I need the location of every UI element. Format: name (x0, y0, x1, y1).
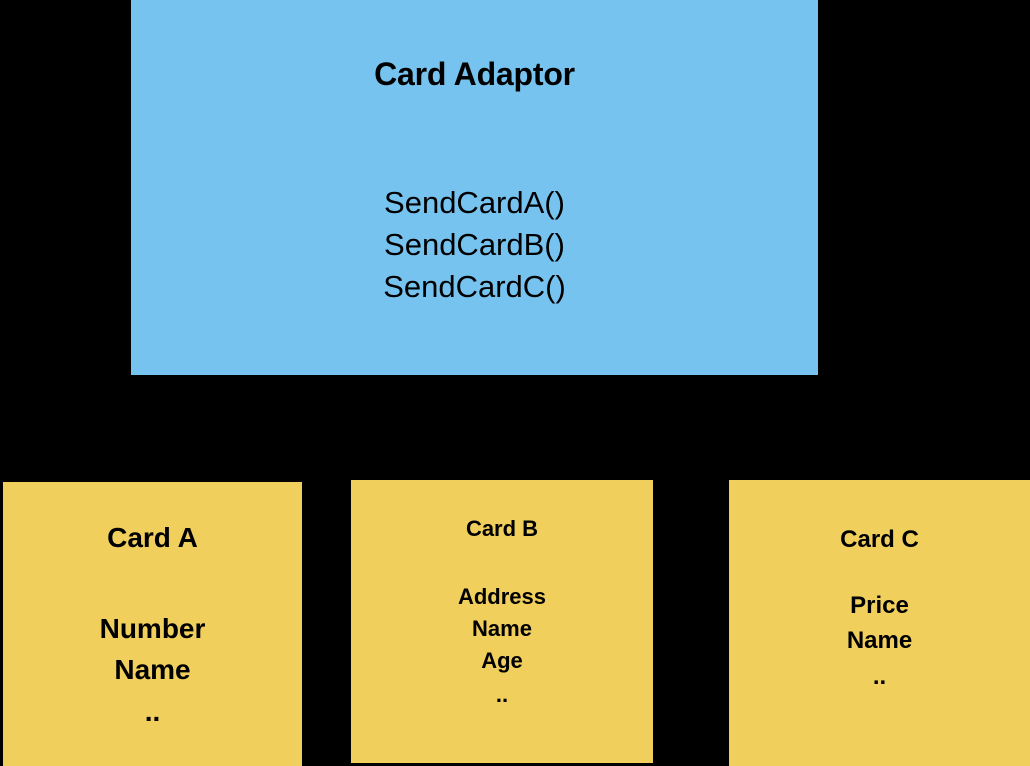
card-b-field-ellipsis: .. (495, 682, 509, 707)
card-a-field-ellipsis: .. (144, 696, 161, 727)
adaptor-method-send-card-c: SendCardC() (383, 269, 566, 304)
card-c-field-ellipsis: .. (872, 663, 887, 690)
card-b-node[interactable]: Card B Address Name Age .. (351, 480, 653, 763)
card-b-field-address: Address (457, 584, 547, 609)
adaptor-method-send-card-a: SendCardA() (384, 185, 565, 220)
card-c-field-price: Price (850, 592, 909, 619)
card-a-field-name: Name (114, 654, 191, 685)
card-adaptor-node[interactable]: Card Adaptor SendCardA() SendCardB() Sen… (131, 0, 818, 375)
card-c-node[interactable]: Card C Price Name .. (729, 480, 1030, 766)
card-c-title: Card C (840, 526, 919, 553)
adaptor-method-send-card-b: SendCardB() (384, 227, 565, 262)
card-c-field-list: Price Name .. (729, 588, 1030, 700)
card-adaptor-title: Card Adaptor (374, 56, 575, 92)
card-a-field-list: Number Name .. (3, 608, 302, 739)
card-b-field-name: Name (472, 616, 532, 641)
connector-adaptor-to-card-c (747, 354, 774, 492)
card-a-title: Card A (107, 522, 198, 553)
card-b-title: Card B (465, 516, 539, 541)
card-a-node[interactable]: Card A Number Name .. (3, 482, 302, 766)
card-c-field-name: Name (846, 627, 913, 654)
card-adaptor-method-list: SendCardA() SendCardB() SendCardC() (131, 182, 818, 308)
card-b-field-list: Address Name Age .. (351, 581, 653, 716)
card-b-field-age: Age (481, 648, 523, 673)
card-a-field-number: Number (99, 613, 206, 644)
